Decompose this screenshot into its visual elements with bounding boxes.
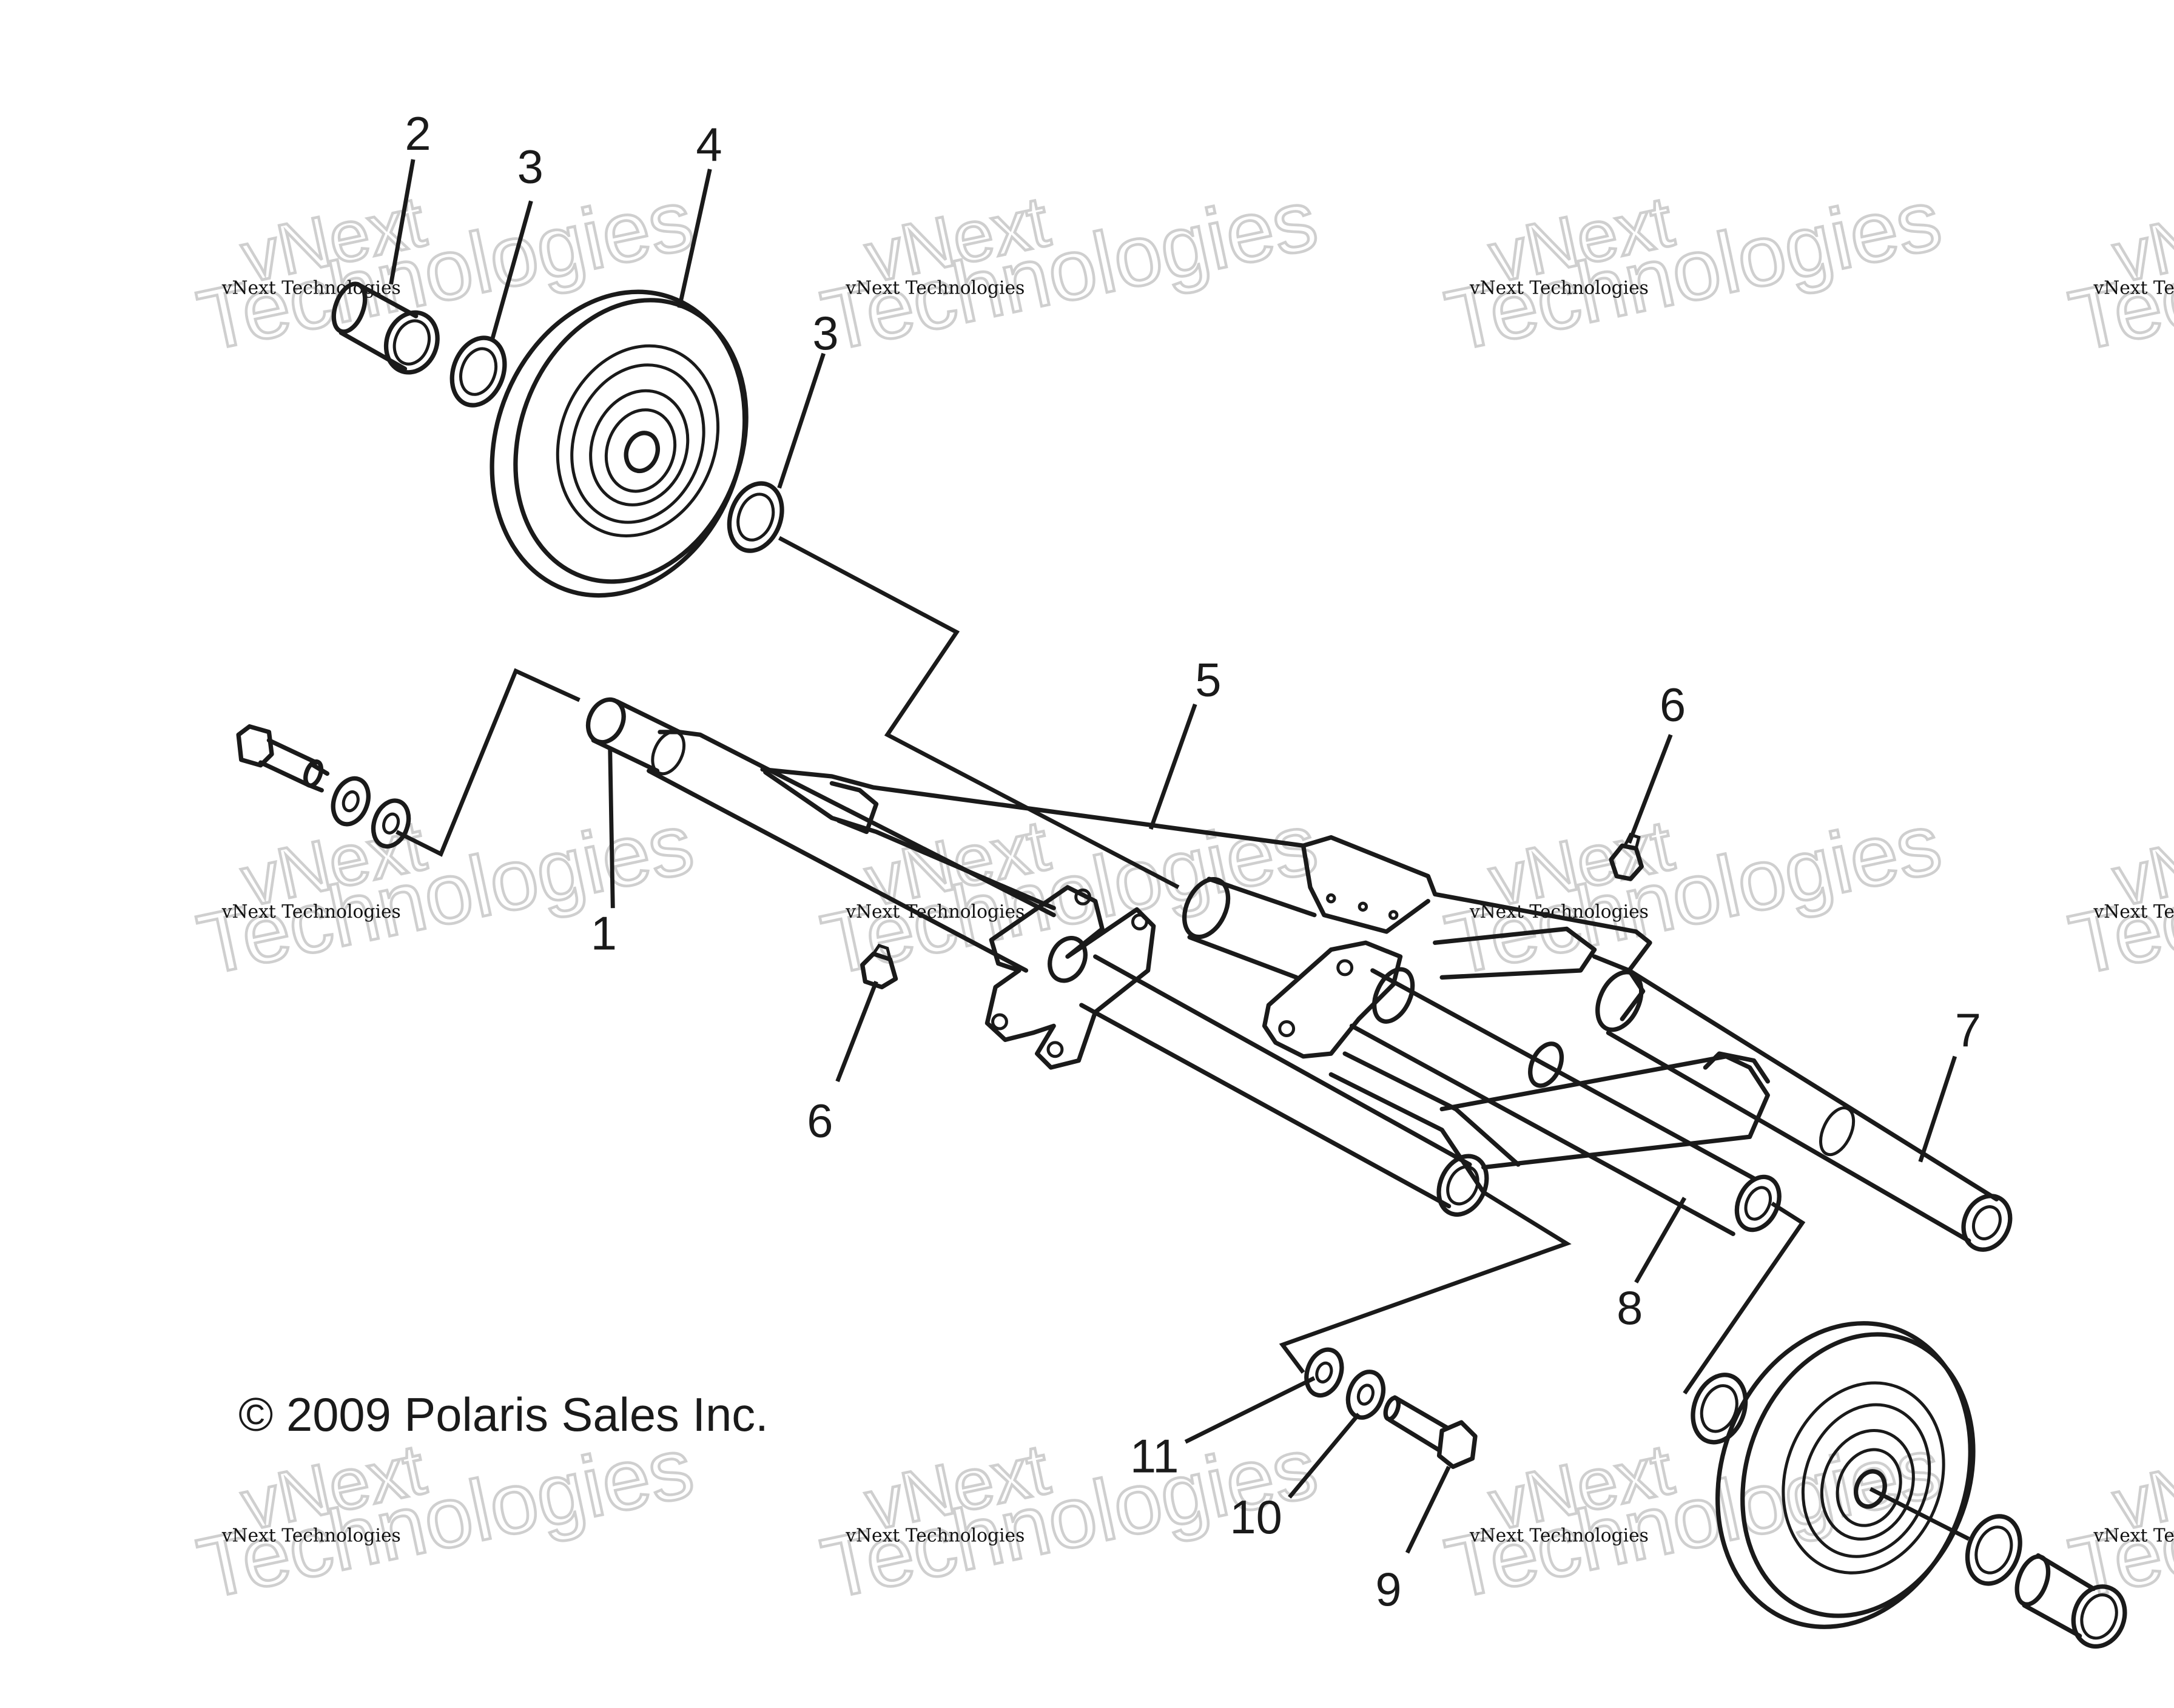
part-1-shaft xyxy=(585,697,1056,973)
washer-lower-wheel xyxy=(1691,1373,1748,1445)
part-6-grease-fitting xyxy=(860,943,898,990)
part-7-shaft xyxy=(1595,968,2013,1252)
svg-text:vNext Technologies: vNext Technologies xyxy=(221,901,401,923)
part-5-frame xyxy=(760,767,1782,1236)
svg-text:vNext Technologies: vNext Technologies xyxy=(845,901,1025,923)
watermark: Technologies vNext vNext Technologies xyxy=(1436,794,1950,995)
copyright-notice: © 2009 Polaris Sales Inc. xyxy=(238,1389,769,1441)
callout-4: 4 xyxy=(696,119,722,171)
svg-text:vNext Technologies: vNext Technologies xyxy=(845,278,1025,299)
callout-10: 10 xyxy=(1230,1491,1282,1544)
svg-text:vNext Technologies: vNext Technologies xyxy=(2093,901,2174,923)
callout-5: 5 xyxy=(1195,654,1221,706)
watermark: Technologies vNext vNext Technologies xyxy=(813,170,1327,371)
callout-1: 1 xyxy=(591,908,617,960)
callout-leaders xyxy=(389,159,1957,1554)
assembly-line-lower-bolt xyxy=(1279,1190,1572,1374)
part-3-washer xyxy=(727,481,784,553)
callout-6: 6 xyxy=(1660,679,1686,731)
washer-left-a xyxy=(331,776,371,827)
assembly-line-left-bolt xyxy=(395,668,581,857)
callout-11: 11 xyxy=(1130,1430,1179,1482)
callout-3b: 3 xyxy=(812,308,838,360)
bolt-lower xyxy=(1383,1395,1478,1469)
part-6-grease-fitting xyxy=(1609,832,1644,881)
watermark: Technologies vNext vNext Technologies xyxy=(189,170,702,371)
svg-text:vNext Technologies: vNext Technologies xyxy=(2093,1525,2174,1547)
idler-wheel-lower xyxy=(1715,1321,1976,1629)
callout-2: 2 xyxy=(405,108,431,160)
watermark: Technologies vNext vNext Technologies xyxy=(2061,1418,2174,1619)
part-3-washer xyxy=(449,335,507,408)
bushing-lower xyxy=(2014,1553,2127,1649)
svg-text:vNext Technologies: vNext Technologies xyxy=(845,1525,1025,1547)
svg-text:vNext Technologies: vNext Technologies xyxy=(221,1525,401,1547)
bolt-left xyxy=(236,724,330,793)
callout-3: 3 xyxy=(517,141,544,193)
svg-text:vNext Technologies: vNext Technologies xyxy=(1469,1525,1649,1547)
watermark: Technologies vNext vNext Technologies xyxy=(189,1418,702,1619)
callout-8: 8 xyxy=(1617,1282,1643,1334)
washer-lower-b xyxy=(1345,1370,1386,1420)
washer-lower-wheel-outer xyxy=(1965,1514,2022,1586)
svg-text:vNext Technologies: vNext Technologies xyxy=(2093,278,2174,299)
callout-labels: 2 3 4 3 5 6 1 6 7 8 11 10 9 xyxy=(405,108,1981,1616)
callout-9: 9 xyxy=(1375,1564,1401,1616)
washer-left-b xyxy=(371,798,411,849)
callout-6b: 6 xyxy=(807,1095,833,1147)
svg-text:vNext Technologies: vNext Technologies xyxy=(1469,278,1649,299)
callout-7: 7 xyxy=(1955,1005,1981,1057)
watermark: Technologies vNext vNext Technologies xyxy=(1436,170,1950,371)
assembly-line-lower-wheel xyxy=(1683,1202,1806,1395)
washer-lower-a xyxy=(1304,1347,1344,1398)
svg-text:vNext Technologies: vNext Technologies xyxy=(221,278,401,299)
part-2-bushing xyxy=(331,281,440,375)
watermark: Technologies vNext vNext Technologies xyxy=(2061,794,2174,995)
watermark: Technologies vNext vNext Technologies xyxy=(2061,170,2174,371)
watermark: Technologies vNext vNext Technologies xyxy=(189,794,702,995)
